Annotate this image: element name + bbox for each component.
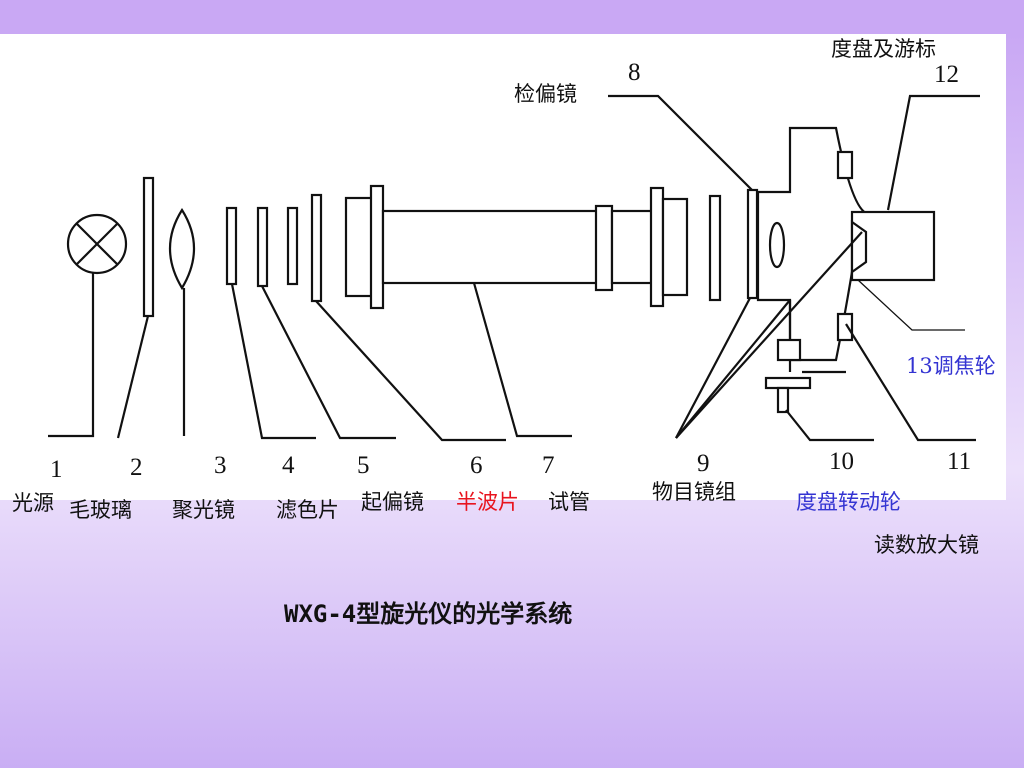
polarizer-plate — [256, 206, 269, 288]
label-polarizer: 起偏镜 — [361, 490, 424, 514]
label-number-7: 7 — [542, 452, 555, 479]
label-half-wave-plate: 半波片 — [456, 490, 519, 514]
label-objective-eyepiece: 物目镜组 — [652, 480, 736, 504]
condenser-lens — [168, 207, 196, 291]
label-analyzer: 检偏镜 — [514, 82, 577, 106]
label-number-10: 10 — [829, 448, 854, 475]
label-number-2: 2 — [130, 454, 143, 481]
label-number-4: 4 — [282, 452, 295, 479]
label-reading-magnifier: 读数放大镜 — [874, 533, 979, 557]
label-filter: 滤色片 — [276, 498, 339, 522]
half-wave-plate — [286, 206, 299, 286]
label-number-1: 1 — [50, 456, 63, 483]
label-dial-vernier: 度盘及游标 — [831, 37, 936, 61]
light-source-lamp — [66, 213, 128, 275]
label-number-12: 12 — [934, 61, 959, 88]
figure-caption: WXG-4型旋光仪的光学系统 — [284, 600, 573, 628]
label-dial-turning-wheel: 度盘转动轮 — [796, 490, 901, 514]
analyzer-plate — [746, 188, 759, 300]
label-number-5: 5 — [357, 452, 370, 479]
label-number-3: 3 — [214, 452, 227, 479]
label-number-9: 9 — [697, 450, 710, 477]
label-light-source: 光源 — [12, 491, 54, 515]
label-number-11: 11 — [947, 448, 972, 475]
label-number-8: 8 — [628, 59, 641, 86]
label-number-6: 6 — [470, 452, 483, 479]
sample-tube — [344, 184, 689, 310]
label-ground-glass: 毛玻璃 — [69, 498, 132, 522]
filter-plate — [225, 206, 238, 286]
dial-housing — [756, 126, 936, 362]
label-sample-tube: 试管 — [548, 490, 590, 514]
ground-glass — [142, 176, 155, 318]
label-focus-wheel: 13调焦轮 — [906, 354, 996, 378]
label-condenser: 聚光镜 — [172, 498, 235, 522]
